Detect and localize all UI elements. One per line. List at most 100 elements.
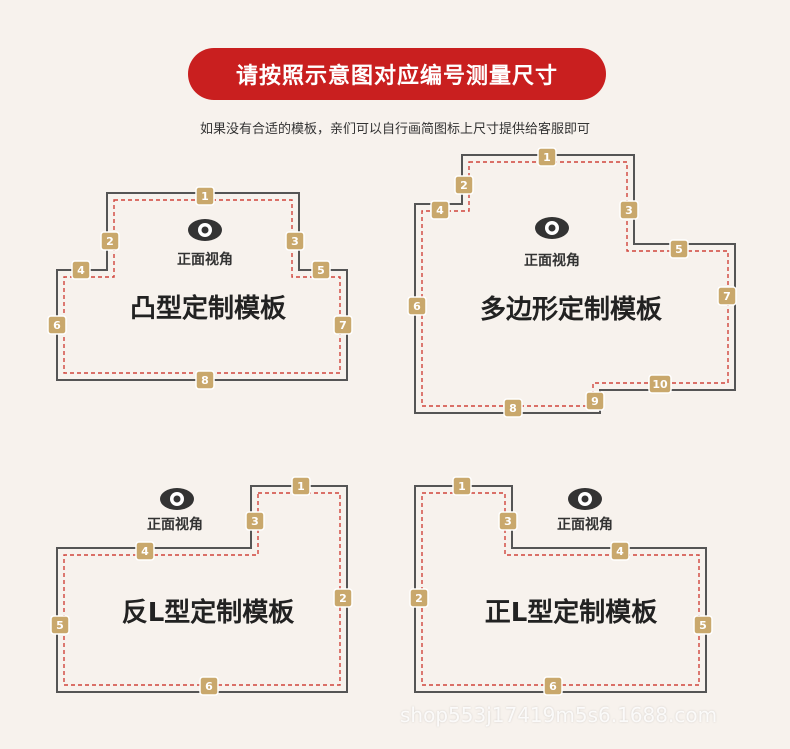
reverse-l-badge-5: 5 [50,615,70,635]
regular-l-badge-3: 3 [498,511,518,531]
reverse-l-eye-icon [160,488,194,510]
regular-l-title: 正L型定制模板 [485,597,658,628]
badge-box [537,147,557,167]
badge-box [100,231,120,251]
polygon-badge-2: 2 [454,175,474,195]
regular-l-badge-5: 5 [693,615,713,635]
polygon-badge-3: 3 [619,200,639,220]
regular-l-eye-icon [568,488,602,510]
reverse-l-badge-1: 1 [291,476,311,496]
badge-box [717,286,737,306]
reverse-l-dash-outline [63,492,341,686]
badge-number: 2 [460,179,468,192]
polygon-view-label: 正面视角 [524,252,580,269]
badge-box [333,315,353,335]
badge-number: 7 [723,290,731,303]
template-regular-l: 正面视角 正L型定制模板 1 2 3 4 5 6 [409,476,713,696]
badge-box [195,370,215,390]
convex-dash-outline [63,199,341,374]
badge-box [503,398,523,418]
polygon-badge-7: 7 [717,286,737,306]
polygon-dash-outline [421,161,729,407]
polygon-badge-6: 6 [407,296,427,316]
badge-box [291,476,311,496]
polygon-badge-5: 5 [669,239,689,259]
badge-box [409,588,429,608]
convex-badge-6: 6 [47,315,67,335]
badge-box [199,676,219,696]
reverse-l-outline [56,485,348,693]
convex-badge-8: 8 [195,370,215,390]
badge-box [407,296,427,316]
badge-number: 6 [413,300,421,313]
badge-number: 4 [616,545,624,558]
badge-box [498,511,518,531]
badge-box [285,231,305,251]
badge-box [50,615,70,635]
badge-number: 9 [591,395,599,408]
convex-badge-5: 5 [311,260,331,280]
badge-box [452,476,472,496]
badge-number: 7 [339,319,347,332]
regular-l-view-label: 正面视角 [557,516,613,533]
badge-number: 1 [297,480,305,493]
regular-l-outline [414,485,707,693]
watermark: shop553j17419m5s6.1688.com [400,703,718,727]
badge-box [333,588,353,608]
polygon-badge-9: 9 [585,391,605,411]
reverse-l-view-label: 正面视角 [147,516,203,533]
convex-badge-7: 7 [333,315,353,335]
template-convex: 正面视角 凸型定制模板 1 2 3 4 5 6 7 8 [47,186,353,390]
badge-box [669,239,689,259]
reverse-l-badge-3: 3 [245,511,265,531]
badge-number: 4 [141,545,149,558]
convex-title: 凸型定制模板 [130,293,286,324]
badge-number: 10 [652,378,668,391]
reverse-l-badge-6: 6 [199,676,219,696]
badge-number: 3 [504,515,512,528]
badge-number: 4 [77,264,85,277]
badge-box [619,200,639,220]
regular-l-badge-6: 6 [543,676,563,696]
regular-l-badge-4: 4 [610,541,630,561]
polygon-title: 多边形定制模板 [480,294,662,325]
badge-number: 5 [699,619,707,632]
badge-number: 3 [291,235,299,248]
badge-number: 2 [415,592,423,605]
badge-number: 2 [339,592,347,605]
badge-number: 1 [543,151,551,164]
regular-l-badge-1: 1 [452,476,472,496]
regular-l-dash-outline [421,492,700,686]
badge-number: 2 [106,235,114,248]
convex-badge-1: 1 [195,186,215,206]
polygon-badge-4: 4 [430,200,450,220]
badge-number: 8 [201,374,209,387]
reverse-l-title: 反L型定制模板 [122,597,295,628]
badge-number: 5 [317,264,325,277]
badge-number: 3 [625,204,633,217]
badge-number: 6 [205,680,213,693]
badge-number: 5 [56,619,64,632]
badge-box [693,615,713,635]
template-reverse-l: 正面视角 反L型定制模板 1 2 3 4 5 6 [50,476,353,696]
badge-box [648,374,672,394]
badge-box [195,186,215,206]
polygon-badge-8: 8 [503,398,523,418]
badge-number: 4 [436,204,444,217]
badge-number: 6 [53,319,61,332]
subtitle: 如果没有合适的模板，亲们可以自行画简图标上尺寸提供给客服即可 [199,122,590,137]
badge-number: 6 [549,680,557,693]
reverse-l-badge-2: 2 [333,588,353,608]
badge-number: 8 [509,402,517,415]
convex-badge-3: 3 [285,231,305,251]
badge-box [585,391,605,411]
convex-view-label: 正面视角 [177,251,233,268]
badge-number: 3 [251,515,259,528]
header-banner: 请按照示意图对应编号测量尺寸 [188,48,606,100]
polygon-eye-icon [535,217,569,239]
reverse-l-badge-4: 4 [135,541,155,561]
badge-number: 5 [675,243,683,256]
convex-badge-4: 4 [71,260,91,280]
badge-box [71,260,91,280]
